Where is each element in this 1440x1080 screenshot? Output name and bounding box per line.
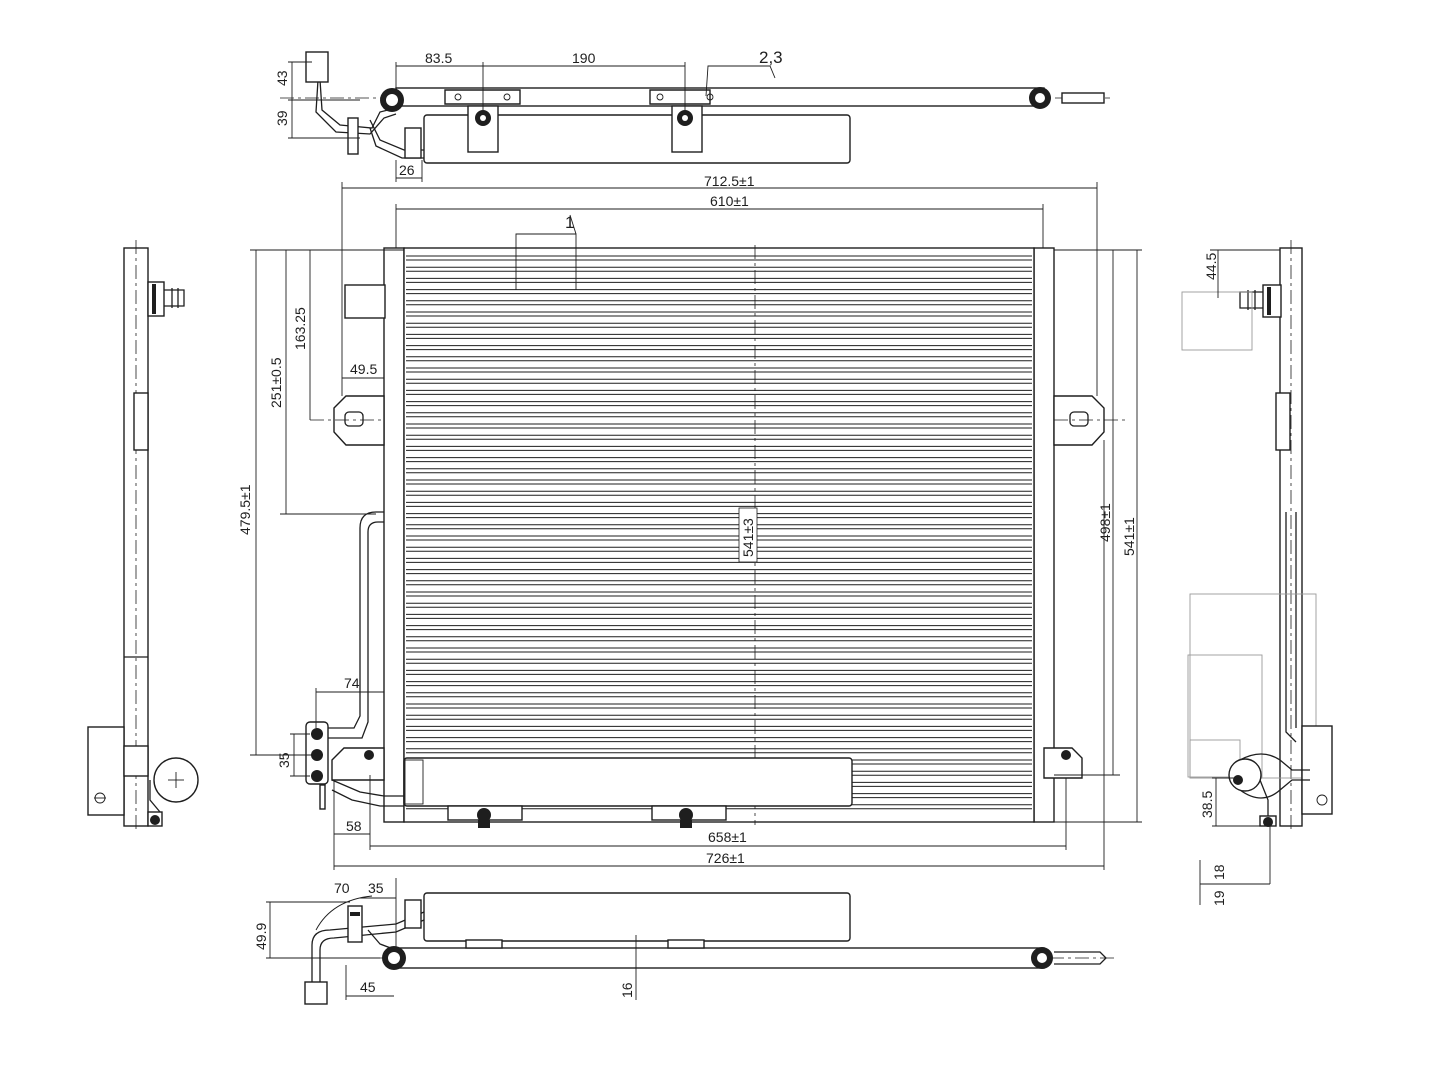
dim-45: 45 xyxy=(360,979,376,995)
dim-479-5: 479.5±1 xyxy=(237,484,253,535)
dim-541-3: 541±3 xyxy=(740,518,756,557)
condenser-tube xyxy=(406,569,1032,575)
condenser-tube xyxy=(406,345,1032,351)
condenser-tube xyxy=(406,333,1032,339)
condenser-tube xyxy=(406,412,1032,418)
condenser-tube xyxy=(406,703,1032,709)
condenser-tube xyxy=(406,546,1032,552)
dim-19: 19 xyxy=(1211,890,1227,906)
condenser-tube xyxy=(406,277,1032,283)
dim-39: 39 xyxy=(274,110,290,126)
condenser-tube xyxy=(406,748,1032,754)
dim-44-5: 44.5 xyxy=(1203,253,1219,280)
condenser-tube xyxy=(406,300,1032,306)
condenser-tube xyxy=(406,602,1032,608)
dim-49-5: 49.5 xyxy=(350,361,377,377)
dim-190: 190 xyxy=(572,50,596,66)
condenser-tube xyxy=(406,692,1032,698)
condenser-tube xyxy=(406,658,1032,664)
condenser-tube xyxy=(406,524,1032,530)
condenser-tube xyxy=(406,613,1032,619)
condenser-tube xyxy=(406,311,1032,317)
callout-2-3: 2,3 xyxy=(759,48,783,67)
condenser-tube xyxy=(406,725,1032,731)
dim-712-5: 712.5±1 xyxy=(704,173,755,189)
dim-43: 43 xyxy=(274,70,290,86)
dim-251: 251±0.5 xyxy=(268,357,284,408)
right-side-view: 44.5 38.5 18 19 xyxy=(1181,240,1333,906)
condenser-tube xyxy=(406,737,1032,743)
condenser-tube xyxy=(406,490,1032,496)
dim-610: 610±1 xyxy=(710,193,749,209)
condenser-tube xyxy=(406,378,1032,384)
condenser-tube xyxy=(406,636,1032,642)
condenser-tube xyxy=(406,445,1032,451)
condenser-tube xyxy=(406,501,1032,507)
condenser-tube xyxy=(406,647,1032,653)
front-view: NRF xyxy=(237,173,1142,870)
dim-83-5: 83.5 xyxy=(425,50,452,66)
condenser-tube xyxy=(406,401,1032,407)
condenser-tube xyxy=(406,513,1032,519)
bottom-view: 49.9 70 35 45 16 xyxy=(253,878,1115,1005)
condenser-tube xyxy=(406,591,1032,597)
condenser-tube xyxy=(406,557,1032,563)
condenser-tube xyxy=(406,255,1032,261)
condenser-tube xyxy=(406,681,1032,687)
condenser-tube xyxy=(406,356,1032,362)
dim-49-9: 49.9 xyxy=(253,923,269,950)
dim-726: 726±1 xyxy=(706,850,745,866)
dim-658: 658±1 xyxy=(708,829,747,845)
condenser-tube xyxy=(406,457,1032,463)
condenser-tube xyxy=(406,423,1032,429)
condenser-tube xyxy=(406,625,1032,631)
dim-74: 74 xyxy=(344,675,360,691)
condenser-tube xyxy=(406,479,1032,485)
dim-58: 58 xyxy=(346,818,362,834)
top-view: 83.5 190 2,3 43 39 26 xyxy=(274,48,1110,182)
dim-18: 18 xyxy=(1211,864,1227,880)
condenser-tube xyxy=(406,714,1032,720)
dim-541: 541±1 xyxy=(1121,517,1137,556)
dim-35: 35 xyxy=(276,752,292,768)
dim-38-5: 38.5 xyxy=(1199,791,1215,818)
condenser-tube xyxy=(406,266,1032,272)
callout-1: 1 xyxy=(565,213,574,232)
dim-498: 498±1 xyxy=(1097,503,1113,542)
dim-70: 70 xyxy=(334,880,350,896)
condenser-tube xyxy=(406,535,1032,541)
dim-163-25: 163.25 xyxy=(292,307,308,350)
condenser-tube xyxy=(406,367,1032,373)
condenser-tube xyxy=(406,289,1032,295)
condenser-tube xyxy=(406,669,1032,675)
dim-16: 16 xyxy=(619,982,635,998)
dim-35b: 35 xyxy=(368,880,384,896)
condenser-tube xyxy=(406,434,1032,440)
condenser-tube xyxy=(406,322,1032,328)
condenser-tube xyxy=(406,580,1032,586)
dim-26: 26 xyxy=(399,162,415,178)
left-side-view xyxy=(87,240,199,830)
condenser-tube xyxy=(406,468,1032,474)
condenser-tube xyxy=(406,389,1032,395)
